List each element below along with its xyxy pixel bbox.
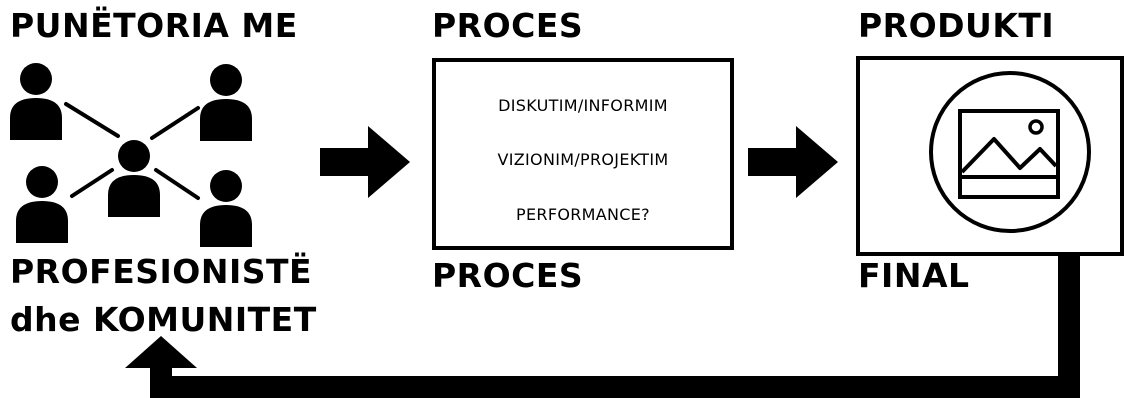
- process-step: VIZIONIM/PROJEKTIM: [497, 150, 669, 169]
- process-box: DISKUTIM/INFORMIM VIZIONIM/PROJEKTIM PER…: [432, 58, 734, 250]
- person-icon-bottom-left: [16, 166, 68, 243]
- arrow-right-icon: [748, 126, 838, 198]
- connector-line: [150, 106, 200, 140]
- connector-line: [64, 102, 120, 138]
- product-bottom-label: FINAL: [858, 256, 970, 295]
- process-step: DISKUTIM/INFORMIM: [498, 96, 668, 115]
- workshop-title: PUNËTORIA ME: [10, 6, 298, 45]
- product-box: [856, 56, 1124, 256]
- arrow-up-icon: [125, 336, 197, 368]
- process-bottom-label: PROCES: [432, 256, 584, 295]
- feedback-loop-arrow: [125, 252, 1080, 398]
- person-icon-top-right: [200, 64, 252, 141]
- person-icon-bottom-right: [200, 170, 252, 247]
- person-icon-top-left: [10, 63, 62, 140]
- connector-line: [154, 168, 200, 200]
- product-title: PRODUKTI: [858, 6, 1055, 45]
- connector-line: [70, 168, 114, 198]
- arrow-right-icon: [320, 126, 410, 198]
- network-connectors: [64, 102, 200, 200]
- participants-label-line2: dhe KOMUNITET: [10, 300, 317, 339]
- image-icon: [929, 71, 1091, 233]
- participants-label-line1: PROFESIONISTË: [10, 252, 313, 291]
- process-title: PROCES: [432, 6, 584, 45]
- person-icon-center: [108, 140, 160, 217]
- process-step: PERFORMANCE?: [516, 205, 650, 224]
